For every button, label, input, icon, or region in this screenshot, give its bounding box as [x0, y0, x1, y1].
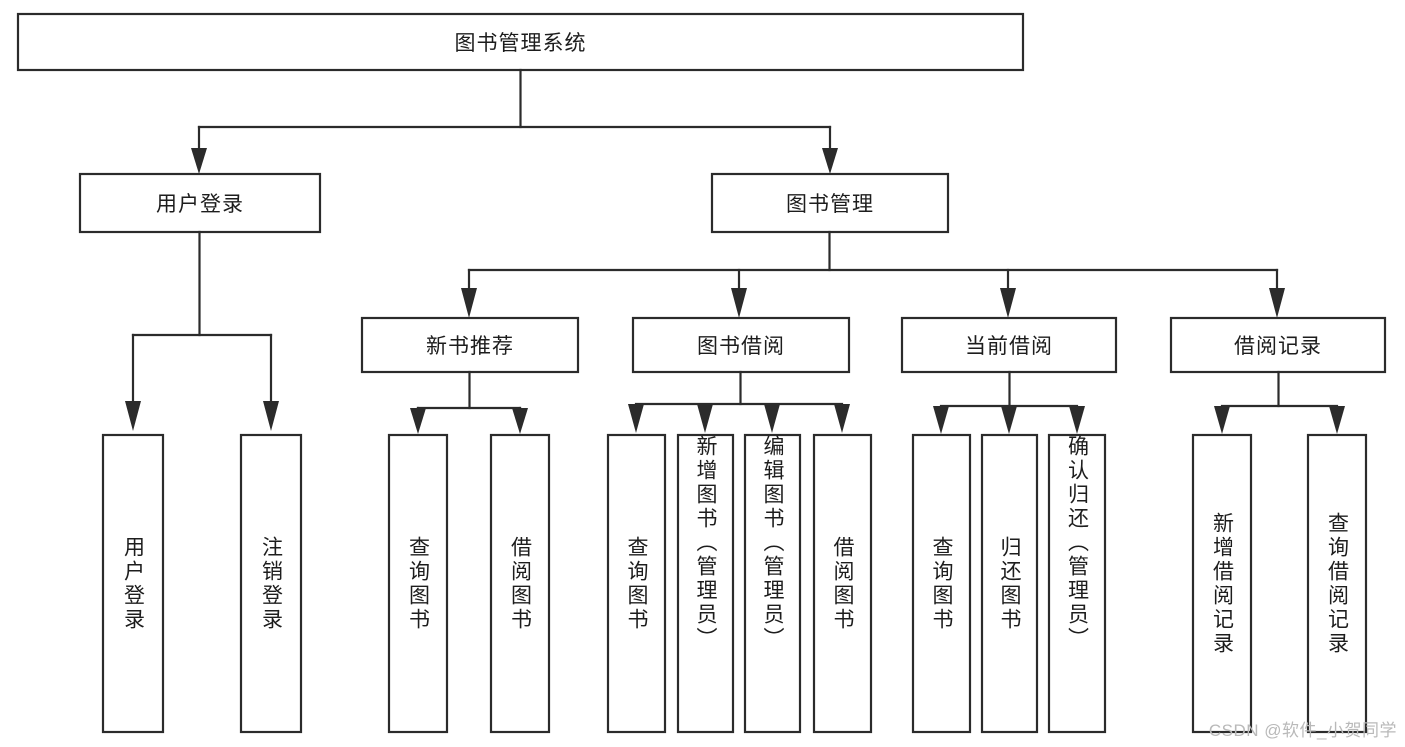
leaf-box-new-book-1[interactable]	[387, 433, 449, 734]
arrowhead-user-login-leaf-2	[263, 401, 279, 431]
node-current-borrow-box[interactable]	[900, 316, 1118, 374]
node-new-book-box[interactable]	[360, 316, 580, 374]
leaf-box-book-borrow-4[interactable]	[812, 433, 873, 734]
node-borrow-record-box[interactable]	[1169, 316, 1387, 374]
arrowhead-book-borrow-leaf-1	[628, 404, 644, 433]
arrowhead-to-borrow-record	[1269, 288, 1285, 318]
node-user-login-box[interactable]	[78, 172, 322, 234]
leaf-box-borrow-record-2[interactable]	[1306, 433, 1368, 734]
leaf-box-current-borrow-2[interactable]	[980, 433, 1039, 734]
leaf-box-book-borrow-1[interactable]	[606, 433, 667, 734]
csdn-watermark: CSDN @软件_小贺同学	[1208, 721, 1397, 740]
leaf-box-new-book-2[interactable]	[489, 433, 551, 734]
leaf-box-user-login-2[interactable]	[239, 433, 303, 734]
leaf-box-current-borrow-1[interactable]	[911, 433, 972, 734]
leaf-box-current-borrow-3[interactable]	[1047, 433, 1107, 734]
arrowhead-to-new-book	[461, 288, 477, 318]
arrowhead-new-book-leaf-1	[410, 408, 426, 434]
arrowhead-current-borrow-leaf-3	[1069, 406, 1085, 434]
arrowhead-to-current-borrow	[1000, 288, 1016, 318]
arrowhead-to-book-manage	[822, 148, 838, 174]
node-book-borrow-box[interactable]	[631, 316, 851, 374]
arrowhead-book-borrow-leaf-2	[697, 404, 713, 433]
leaf-box-user-login-1[interactable]	[101, 433, 165, 734]
arrowhead-new-book-leaf-2	[512, 408, 528, 434]
arrowhead-to-user-login	[191, 148, 207, 174]
arrowhead-book-borrow-leaf-4	[834, 404, 850, 433]
leaf-box-borrow-record-1[interactable]	[1191, 433, 1253, 734]
node-root-box[interactable]	[16, 12, 1025, 72]
arrowhead-user-login-leaf-1	[125, 401, 141, 431]
node-book-manage-box[interactable]	[710, 172, 950, 234]
arrowhead-borrow-record-leaf-2	[1329, 406, 1345, 434]
leaf-box-book-borrow-2[interactable]	[676, 433, 735, 734]
arrowhead-borrow-record-leaf-1	[1214, 406, 1230, 434]
arrowhead-current-borrow-leaf-1	[933, 406, 949, 434]
arrowhead-to-book-borrow	[731, 288, 747, 318]
arrowhead-book-borrow-leaf-3	[764, 404, 780, 433]
arrowhead-current-borrow-leaf-2	[1001, 406, 1017, 434]
leaf-box-book-borrow-3[interactable]	[743, 433, 802, 734]
